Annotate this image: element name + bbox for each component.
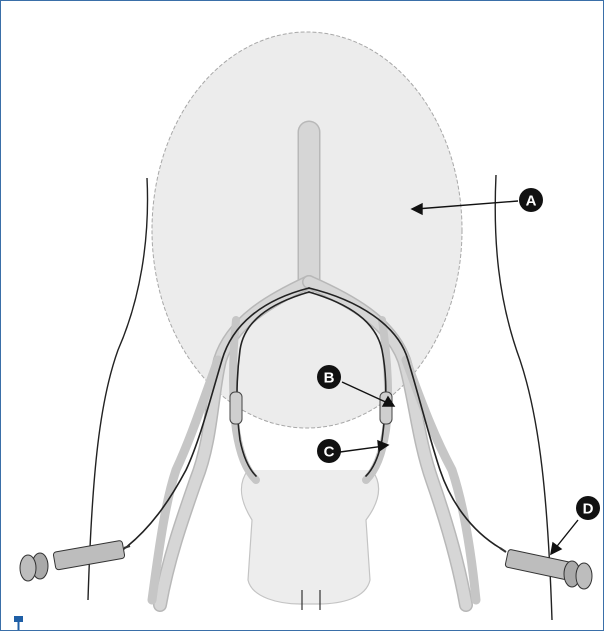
label-b-text: B xyxy=(324,370,335,387)
left-syringe xyxy=(20,540,130,581)
corner-marker-icon xyxy=(14,616,24,630)
label-d: D xyxy=(576,496,600,520)
right-balloon xyxy=(380,392,392,424)
arrow-d xyxy=(554,520,578,550)
right-syringe xyxy=(500,548,592,589)
label-a: A xyxy=(519,188,543,212)
head-outline xyxy=(241,470,378,604)
label-c: C xyxy=(317,439,341,463)
label-b: B xyxy=(317,365,341,389)
left-balloon xyxy=(230,392,242,424)
label-c-text: C xyxy=(324,444,335,461)
vessel-right-outer xyxy=(406,360,476,600)
label-d-text: D xyxy=(583,501,594,518)
label-a-text: A xyxy=(526,193,537,210)
